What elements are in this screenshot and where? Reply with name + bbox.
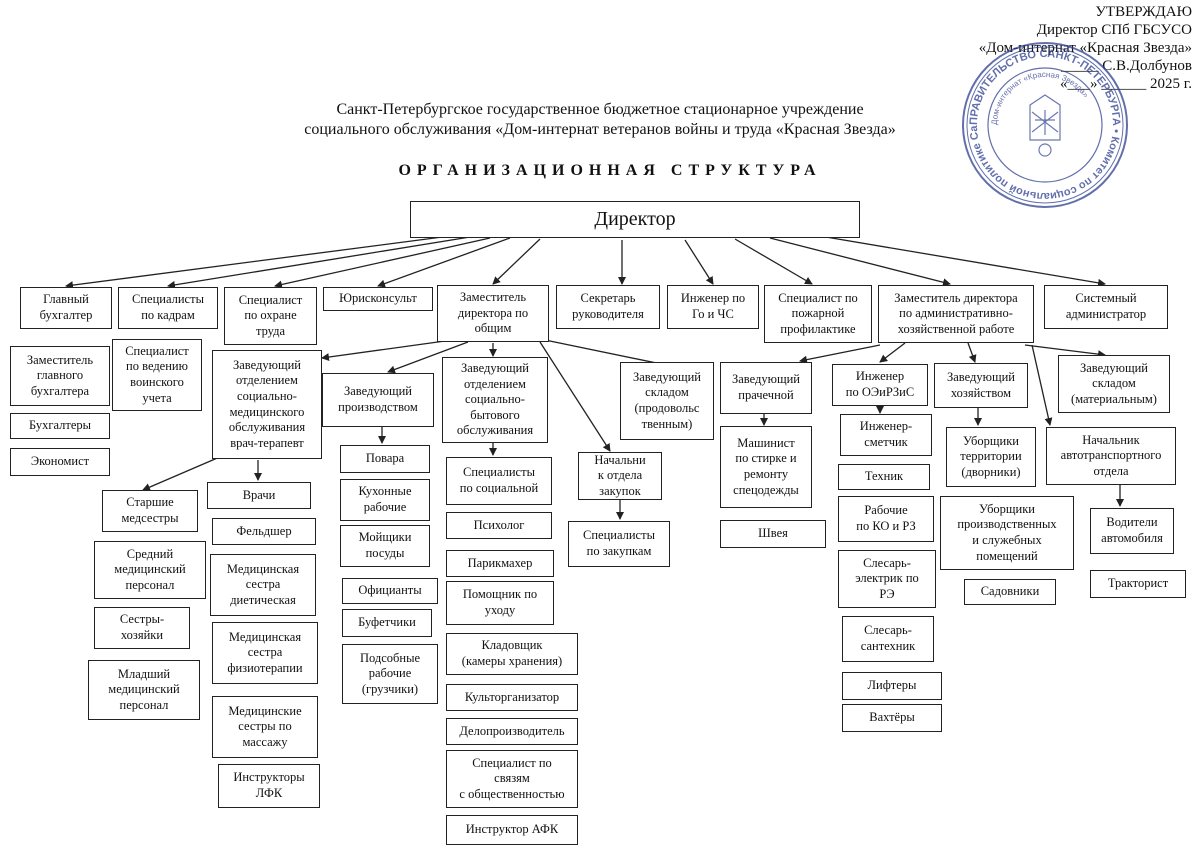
box-social-specialists: Специалисты по социальной xyxy=(446,457,552,505)
box-lfk-instructors: Инструкторы ЛФК xyxy=(218,764,320,808)
box-food-store: Заведующий складом (продовольс твенным) xyxy=(620,362,714,440)
box-accountants: Бухгалтеры xyxy=(10,413,110,439)
box-transport-head: Начальник автотранспортного отдела xyxy=(1046,427,1176,485)
box-procurement-specialists: Специалисты по закупкам xyxy=(568,521,670,567)
box-waiters: Официанты xyxy=(342,578,438,604)
box-legal: Юрисконсульт xyxy=(323,287,433,311)
box-storekeeper: Кладовщик (камеры хранения) xyxy=(446,633,578,675)
box-director: Директор xyxy=(410,201,860,238)
box-senior-nurses: Старшие медсестры xyxy=(102,490,198,532)
box-electrician: Слесарь- электрик по РЭ xyxy=(838,550,936,608)
box-housekeepers: Сестры- хозяйки xyxy=(94,607,190,649)
box-tractor-driver: Тракторист xyxy=(1090,570,1186,598)
box-hairdresser: Парикмахер xyxy=(446,550,554,577)
box-buffet: Буфетчики xyxy=(342,609,432,637)
box-physio-nurse: Медицинская сестра физиотерапии xyxy=(212,622,318,684)
box-workers: Рабочие по КО и РЗ xyxy=(838,496,934,542)
box-deputy-chief-accountant: Заместитель главного бухгалтера xyxy=(10,346,110,406)
box-middle-medical-staff: Средний медицинский персонал xyxy=(94,541,206,599)
box-culture-organizer: Культорганизатор xyxy=(446,684,578,711)
box-massage-nurses: Медицинские сестры по массажу xyxy=(212,696,318,758)
box-clerk: Делопроизводитель xyxy=(446,718,578,745)
box-paramedic: Фельдшер xyxy=(212,518,316,545)
box-yard-cleaners: Уборщики территории (дворники) xyxy=(946,427,1036,487)
stamp-seal: ПРАВИТЕЛЬСТВО САНКТ-ПЕТЕРБУРГА • Комитет… xyxy=(960,40,1128,208)
box-seamstress: Швея xyxy=(720,520,826,548)
box-plumber: Слесарь- сантехник xyxy=(842,616,934,662)
box-social-head: Заведующий отделением социально- бытовог… xyxy=(442,357,548,443)
box-medical-head: Заведующий отделением социально- медицин… xyxy=(212,350,322,459)
box-cooks: Повара xyxy=(340,445,430,473)
box-engineering-head: Инженер по ОЭиРЗиС xyxy=(832,364,928,406)
box-laundry-head: Заведующий прачечной xyxy=(720,362,812,414)
box-psychologist: Психолог xyxy=(446,512,552,539)
box-doctors: Врачи xyxy=(207,482,311,509)
box-gardeners: Садовники xyxy=(964,579,1056,605)
box-junior-medical-staff: Младший медицинский персонал xyxy=(88,660,200,720)
box-military-records: Специалист по ведению воинского учета xyxy=(112,339,202,411)
box-afk-instructor: Инструктор АФК xyxy=(446,815,578,845)
box-diet-nurse: Медицинская сестра диетическая xyxy=(210,554,316,616)
box-production-head: Заведующий производством xyxy=(322,373,434,427)
box-sysadmin: Системный администратор xyxy=(1044,285,1168,329)
box-household-head: Заведующий хозяйством xyxy=(934,363,1028,408)
box-drivers: Водители автомобиля xyxy=(1090,508,1174,554)
box-liftmen: Лифтеры xyxy=(842,672,942,700)
box-helpers: Подсобные рабочие (грузчики) xyxy=(342,644,438,704)
box-technician: Техник xyxy=(838,464,930,490)
box-watchmen: Вахтёры xyxy=(842,704,942,732)
box-deputy-admin: Заместитель директора по административно… xyxy=(878,285,1034,343)
box-care-assistant: Помощник по уходу xyxy=(446,581,554,625)
box-laundry-machinist: Машинист по стирке и ремонту спецодежды xyxy=(720,426,812,508)
box-civil-defense: Инженер по Го и ЧС xyxy=(667,285,759,329)
box-chief-accountant: Главный бухгалтер xyxy=(20,287,112,329)
box-fire-prevention: Специалист по пожарной профилактике xyxy=(764,285,872,343)
box-deputy-general: Заместитель директора по общим xyxy=(437,285,549,342)
box-procurement-head: Начальни к отдела закупок xyxy=(578,452,662,500)
organization-name: Санкт-Петербургское государственное бюдж… xyxy=(304,101,896,138)
box-estimator: Инженер- сметчик xyxy=(840,414,932,456)
box-material-store: Заведующий складом (материальным) xyxy=(1058,355,1170,413)
box-economist: Экономист xyxy=(10,448,110,476)
box-dishwashers: Мойщики посуды xyxy=(340,525,430,567)
box-pr-specialist: Специалист по связям с общественностью xyxy=(446,750,578,808)
box-kitchen-workers: Кухонные рабочие xyxy=(340,479,430,521)
chart-title: ОРГАНИЗАЦИОННАЯ СТРУКТУРА xyxy=(398,162,822,179)
box-hr: Специалисты по кадрам xyxy=(118,287,218,329)
box-room-cleaners: Уборщики производственных и служебных по… xyxy=(940,496,1074,570)
box-labor-safety: Специалист по охране труда xyxy=(224,287,317,345)
box-secretary: Секретарь руководителя xyxy=(556,285,660,329)
